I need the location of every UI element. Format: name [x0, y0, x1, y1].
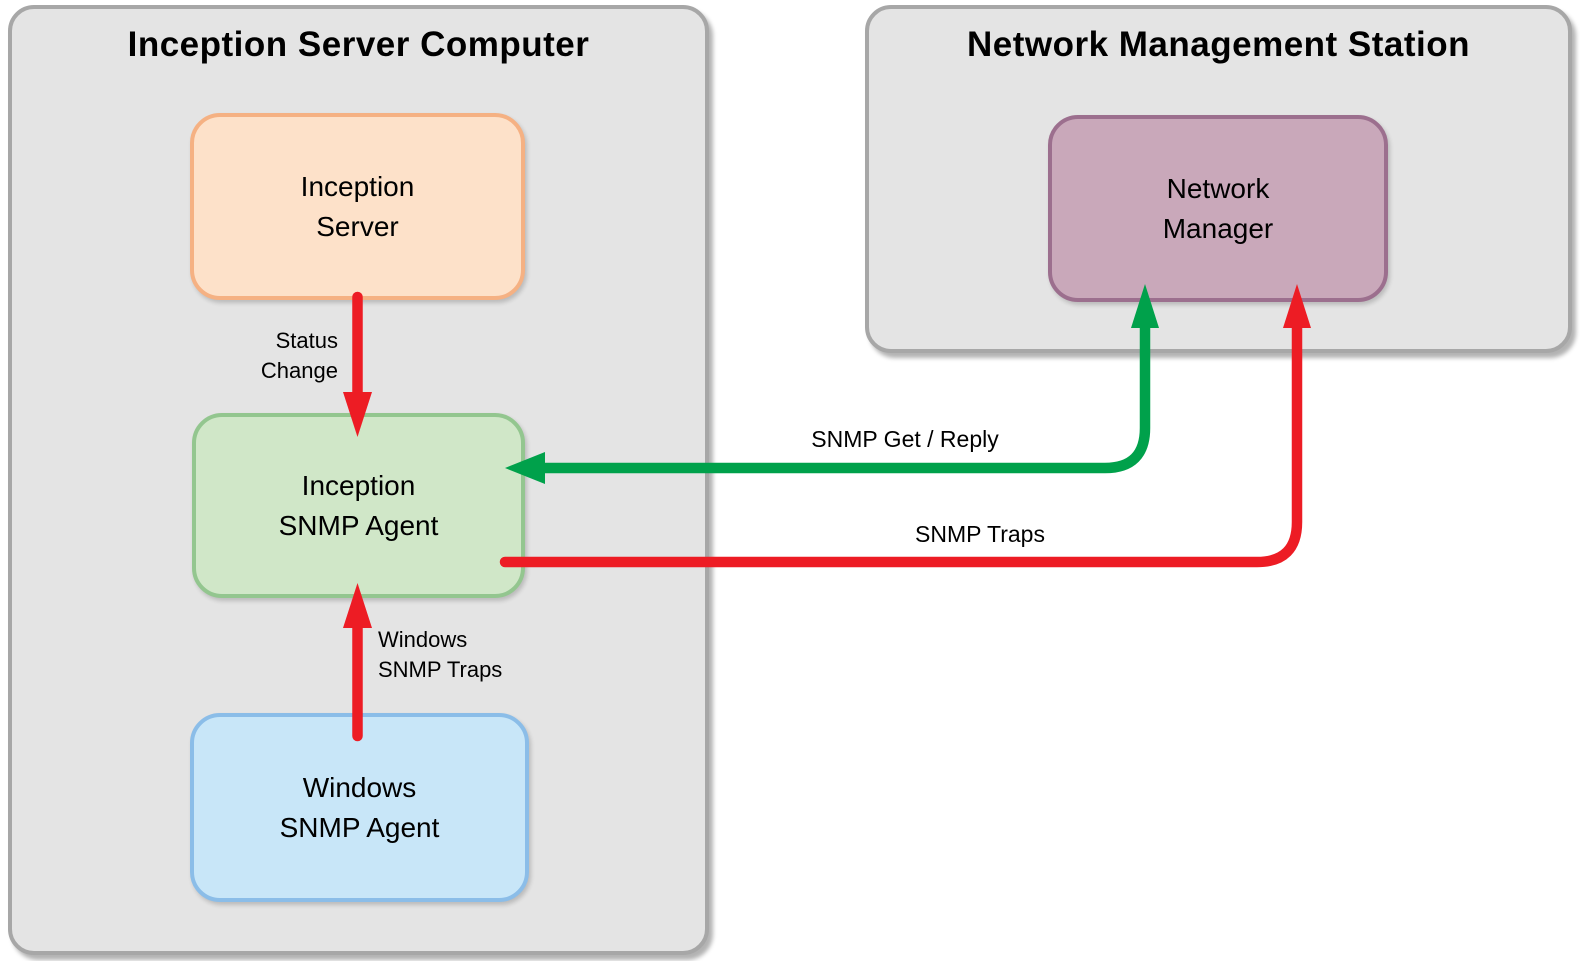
inception-snmp-agent-label: Inception SNMP Agent	[278, 469, 439, 541]
inception-server-box: Inception Server	[190, 113, 525, 300]
inception-server-computer-title: Inception Server Computer	[127, 25, 590, 64]
status-change-label: Status Change	[260, 328, 338, 383]
network-manager-box: Network Manager	[1048, 115, 1388, 302]
inception-server-label: Inception Server	[300, 170, 415, 242]
windows-snmp-traps-label: Windows SNMP Traps	[378, 627, 503, 682]
snmp-get-reply-label: SNMP Get / Reply	[811, 426, 999, 452]
inception-snmp-agent-box: Inception SNMP Agent	[192, 413, 525, 598]
windows-snmp-agent-box: Windows SNMP Agent	[190, 713, 529, 902]
windows-snmp-agent-label: Windows SNMP Agent	[279, 771, 440, 843]
snmp-traps-label: SNMP Traps	[915, 521, 1045, 547]
network-manager-label: Network Manager	[1162, 172, 1274, 244]
network-management-station-title: Network Management Station	[966, 25, 1471, 64]
